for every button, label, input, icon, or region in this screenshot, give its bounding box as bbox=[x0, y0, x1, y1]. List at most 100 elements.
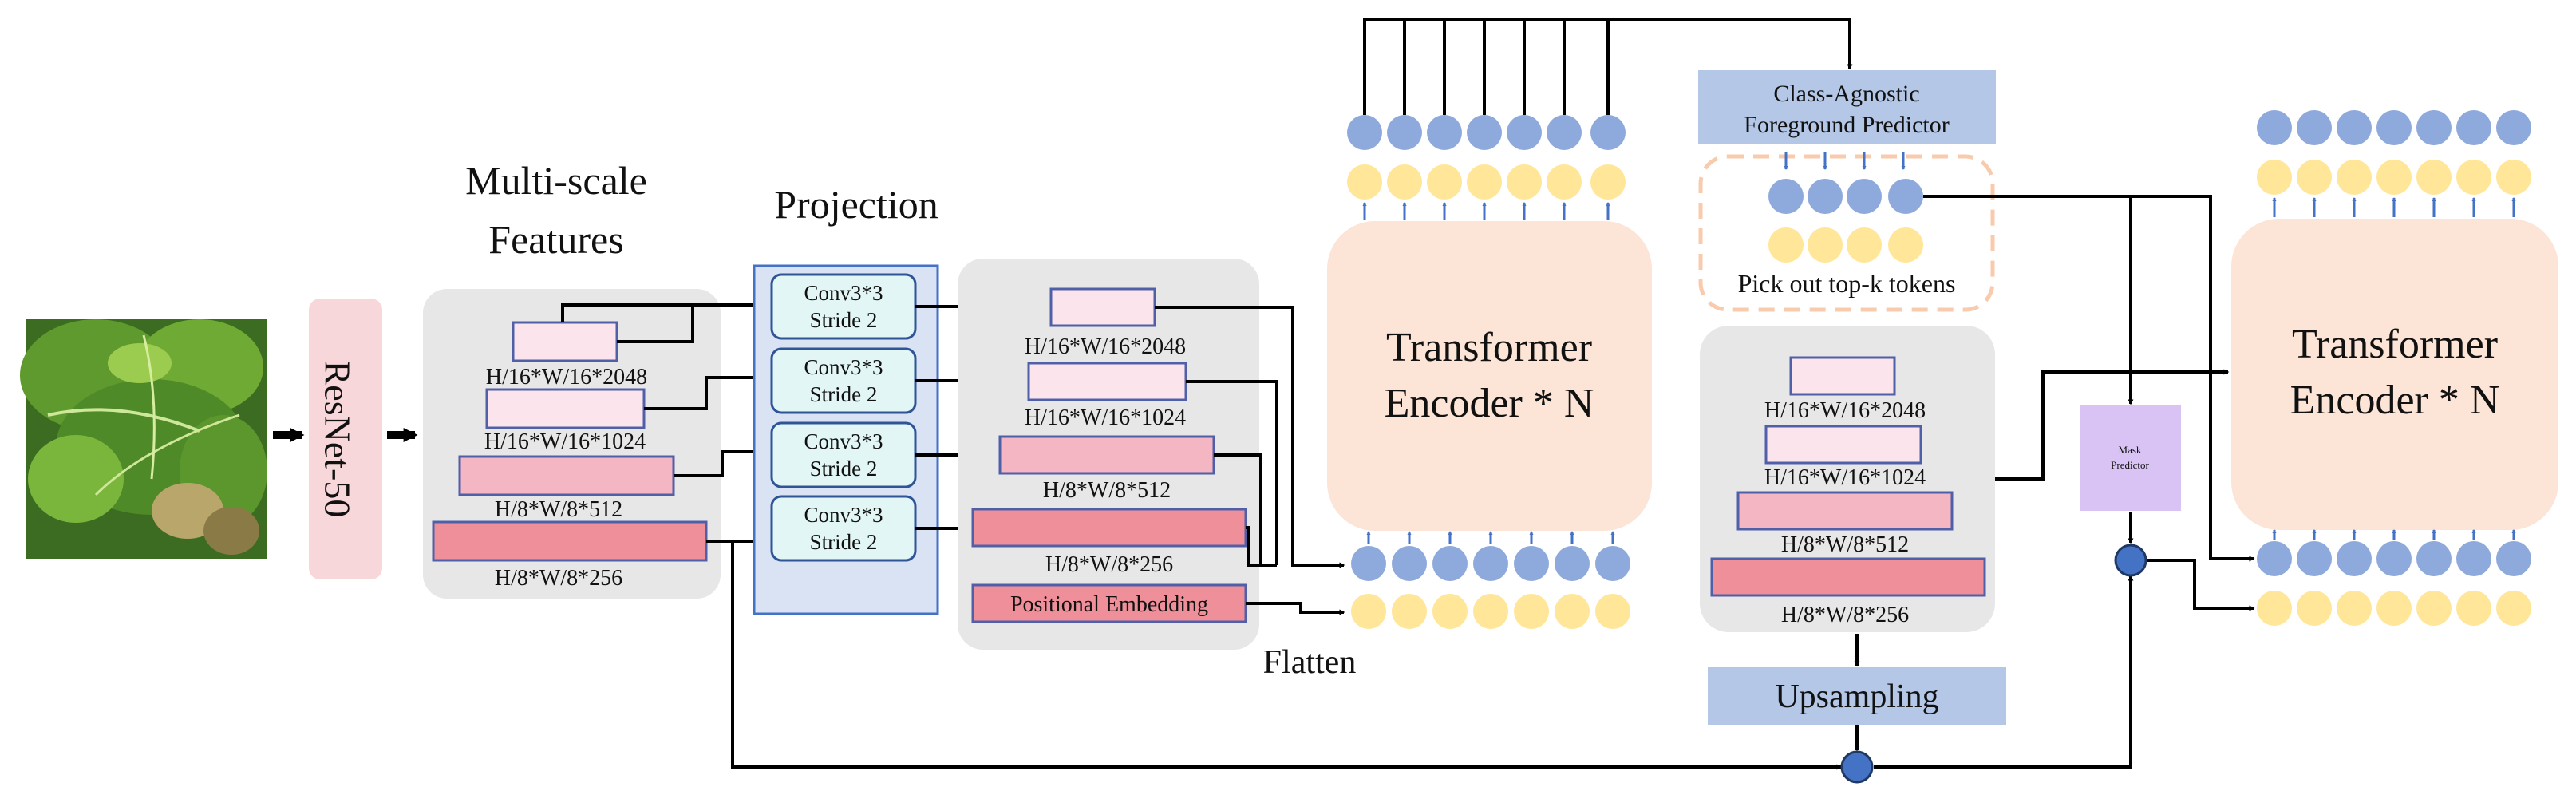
token-yellow bbox=[1547, 164, 1582, 200]
topk-token-blue bbox=[1888, 179, 1923, 214]
backbone-block: ResNet-50 bbox=[309, 299, 382, 579]
feature-map-1024 bbox=[485, 388, 646, 429]
feature-size-label: H/8*W/8*256 bbox=[1781, 603, 1909, 627]
upsample-features-panel: H/16*W/16*2048 H/16*W/16*1024 H/8*W/8*51… bbox=[1700, 326, 1995, 632]
token-yellow bbox=[2337, 160, 2372, 195]
pick-topk-label: Pick out top-k tokens bbox=[1738, 269, 1956, 298]
feature-map-256 bbox=[432, 520, 708, 562]
encoder1-title-2: Encoder * N bbox=[1385, 381, 1594, 426]
token-yellow bbox=[1473, 594, 1508, 629]
multiscale-title-1: Multi-scale bbox=[465, 158, 647, 203]
token-yellow bbox=[2297, 160, 2332, 195]
feature-size-label: H/16*W/16*1024 bbox=[1764, 465, 1926, 490]
token-blue bbox=[2496, 541, 2531, 576]
conv-label: Conv3*3 bbox=[804, 429, 883, 453]
token-blue bbox=[1507, 115, 1542, 150]
token-yellow bbox=[2376, 160, 2412, 195]
encoder2-output-tokens bbox=[2257, 110, 2531, 217]
token-blue bbox=[2376, 110, 2412, 145]
token-yellow bbox=[1387, 164, 1422, 200]
feature-size-label: H/8*W/8*256 bbox=[1045, 552, 1173, 577]
token-blue bbox=[2257, 110, 2292, 145]
token-yellow bbox=[1432, 594, 1468, 629]
token-blue bbox=[2496, 110, 2531, 145]
feature-map-512 bbox=[458, 455, 675, 496]
token-yellow bbox=[2456, 160, 2491, 195]
topk-token-yellow bbox=[1768, 227, 1804, 263]
token-blue bbox=[1467, 115, 1502, 150]
projected-map-2048 bbox=[1049, 287, 1156, 327]
topk-token-blue bbox=[1768, 179, 1804, 214]
token-yellow bbox=[1507, 164, 1542, 200]
feature-map-2048 bbox=[512, 321, 618, 362]
upsampling-block: Upsampling bbox=[1708, 667, 2006, 725]
token-yellow bbox=[1351, 594, 1386, 629]
token-yellow bbox=[1427, 164, 1462, 200]
decoder-map-2048 bbox=[1789, 356, 1896, 396]
multiscale-panel: H/16*W/16*2048 H/16*W/16*1024 H/8*W/8*51… bbox=[423, 289, 721, 599]
topk-token-blue bbox=[1847, 179, 1882, 214]
mask-predictor-label-2: Predictor bbox=[2111, 459, 2149, 471]
token-blue bbox=[2416, 541, 2452, 576]
token-yellow bbox=[2496, 591, 2531, 626]
mask-predictor-label-1: Mask bbox=[2119, 444, 2142, 456]
token-blue bbox=[2337, 541, 2372, 576]
mask-predictor: Mask Predictor bbox=[2080, 405, 2181, 511]
token-yellow bbox=[2416, 160, 2452, 195]
token-yellow bbox=[2337, 591, 2372, 626]
token-yellow bbox=[1595, 594, 1630, 629]
transformer-encoder-2: Transformer Encoder * N bbox=[2231, 219, 2558, 530]
topk-token-yellow bbox=[1847, 227, 1882, 263]
foreground-predictor: Class-Agnostic Foreground Predictor bbox=[1698, 70, 1996, 144]
token-blue bbox=[1590, 115, 1626, 150]
token-blue bbox=[1547, 115, 1582, 150]
token-blue bbox=[2376, 541, 2412, 576]
conv-label: Stride 2 bbox=[810, 382, 878, 406]
flatten-label: Flatten bbox=[1263, 644, 1357, 681]
conv-label: Conv3*3 bbox=[804, 503, 883, 527]
topk-token-yellow bbox=[1808, 227, 1843, 263]
projection-panel: Conv3*3 Stride 2 Conv3*3 Stride 2 Conv3*… bbox=[753, 264, 939, 615]
encoder2-input-connectors bbox=[1923, 195, 2255, 611]
token-yellow bbox=[1555, 594, 1590, 629]
encoder2-title-1: Transformer bbox=[2292, 322, 2498, 367]
topk-token-yellow bbox=[1888, 227, 1923, 263]
token-blue bbox=[1473, 546, 1508, 581]
predictor-title-1: Class-Agnostic bbox=[1773, 81, 1919, 107]
feature-size-label: H/16*W/16*1024 bbox=[484, 429, 646, 454]
decoder-map-256 bbox=[1710, 557, 1986, 597]
token-yellow bbox=[1467, 164, 1502, 200]
predictor-title-2: Foreground Predictor bbox=[1744, 112, 1949, 138]
token-blue bbox=[2297, 541, 2332, 576]
token-yellow bbox=[2297, 591, 2332, 626]
conv-label: Conv3*3 bbox=[804, 355, 883, 379]
feature-size-label: H/8*W/8*512 bbox=[495, 497, 622, 522]
conv-label: Stride 2 bbox=[810, 530, 878, 554]
feature-size-label: H/16*W/16*2048 bbox=[1025, 334, 1186, 359]
token-blue bbox=[2456, 110, 2491, 145]
backbone-label: ResNet-50 bbox=[317, 361, 358, 518]
multiscale-title-2: Features bbox=[488, 217, 623, 262]
encoder1-title-1: Transformer bbox=[1386, 325, 1592, 370]
skip-connection bbox=[706, 540, 2134, 770]
feature-size-label: H/16*W/16*1024 bbox=[1025, 405, 1186, 430]
token-yellow bbox=[2416, 591, 2452, 626]
projection-title: Projection bbox=[774, 182, 938, 227]
decoder-map-1024 bbox=[1764, 425, 1922, 465]
fusion-node-bottom bbox=[1840, 750, 1874, 784]
token-blue bbox=[1387, 115, 1422, 150]
flatten-connectors bbox=[1155, 306, 1345, 615]
projected-map-1024 bbox=[1027, 362, 1187, 401]
token-blue bbox=[1514, 546, 1549, 581]
token-blue bbox=[1392, 546, 1427, 581]
projected-map-512 bbox=[998, 435, 1215, 475]
token-blue bbox=[1347, 115, 1382, 150]
projected-map-256 bbox=[971, 508, 1247, 548]
topk-token-blue bbox=[1808, 179, 1843, 214]
token-yellow bbox=[1590, 164, 1626, 200]
token-blue bbox=[1555, 546, 1590, 581]
encoder2-input-tokens bbox=[2257, 529, 2531, 626]
token-yellow bbox=[2496, 160, 2531, 195]
positional-embedding-label: Positional Embedding bbox=[1010, 592, 1208, 617]
token-blue bbox=[2416, 110, 2452, 145]
